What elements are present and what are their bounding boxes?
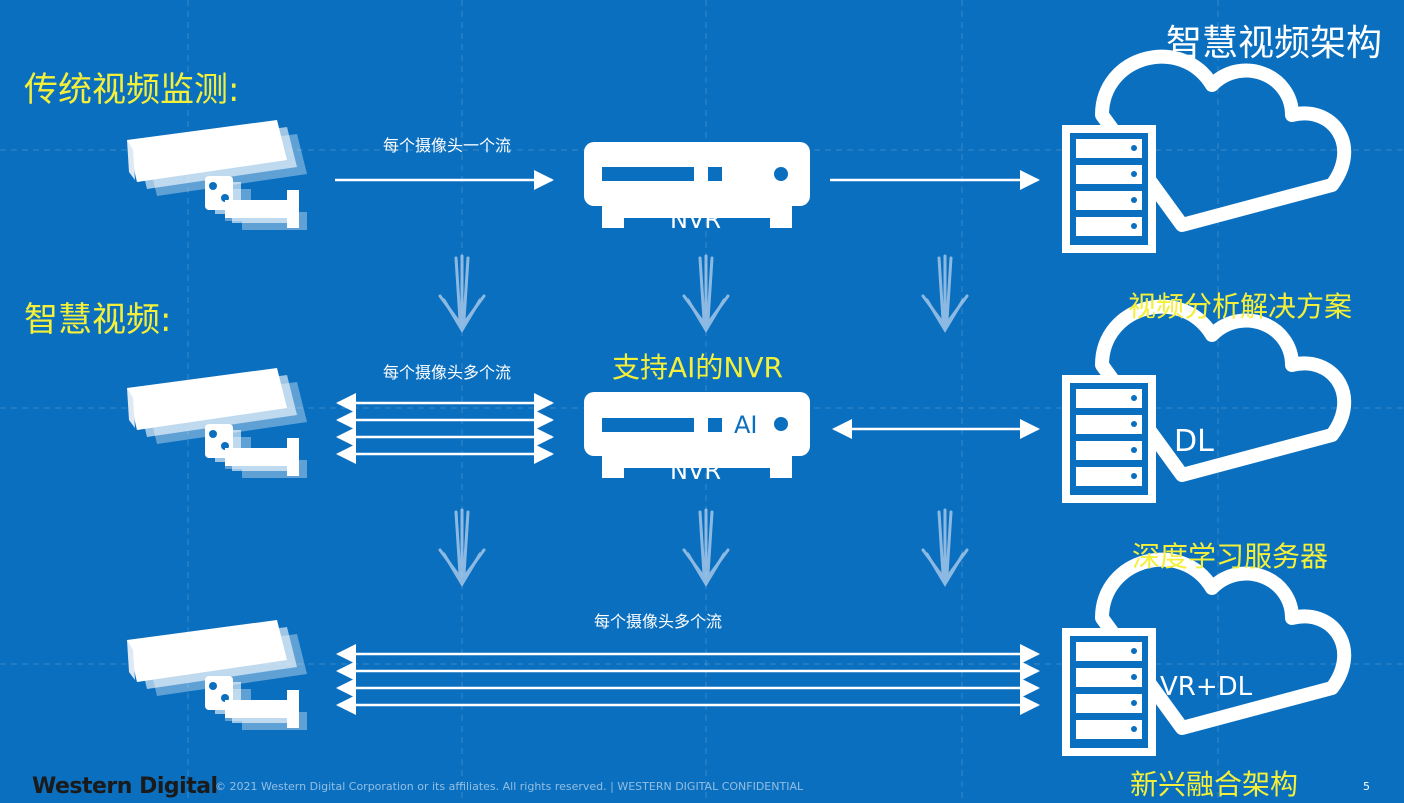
down-arrow-icon [921,254,969,332]
camera-ai-badge: AI [190,632,219,664]
server-vrdl-badge: VR+DL [1160,672,1253,702]
direct-multi-stream-arrows [336,644,1040,715]
down-arrow-icon [438,254,486,332]
server-caption: 视频分析解决方案 [1128,290,1353,323]
page-number: 5 [1363,780,1370,793]
brand-logo: Western Digital [32,774,218,799]
down-arrow-icon [682,254,730,332]
copyright-notice: © 2021 Western Digital Corporation or it… [215,780,804,793]
stream-caption: 每个摄像头多个流 [594,612,723,631]
down-arrow-icon [682,508,730,586]
ai-camera-icon [127,620,307,730]
section-smart-heading: 智慧视频: [24,300,172,340]
stream-caption: 每个摄像头一个流 [383,136,512,155]
camera-icon [127,120,307,230]
server-caption: 深度学习服务器 [1132,540,1329,573]
stream-caption: 每个摄像头多个流 [383,363,512,382]
slide-title: 智慧视频架构 [1165,23,1382,64]
server-caption: 新兴融合架构 [1130,768,1299,801]
camera-ai-badge: AI [190,378,219,410]
down-arrow-icon [921,508,969,586]
ai-nvr-heading: 支持AI的NVR [612,351,783,384]
section-traditional-heading: 传统视频监测: [24,70,240,110]
server-dl-badge: DL [1174,424,1214,459]
down-arrow-icon [438,508,486,586]
nvr-label: NVR [670,206,722,234]
nvr-ai-badge: AI [732,411,760,439]
multi-stream-arrows [336,393,1040,464]
converged-server-cloud-icon [1062,560,1344,756]
nvr-label: NVR [670,457,722,485]
dl-server-cloud-icon [1062,307,1344,503]
ai-camera-icon [127,368,307,478]
server-cloud-icon [1062,57,1344,253]
